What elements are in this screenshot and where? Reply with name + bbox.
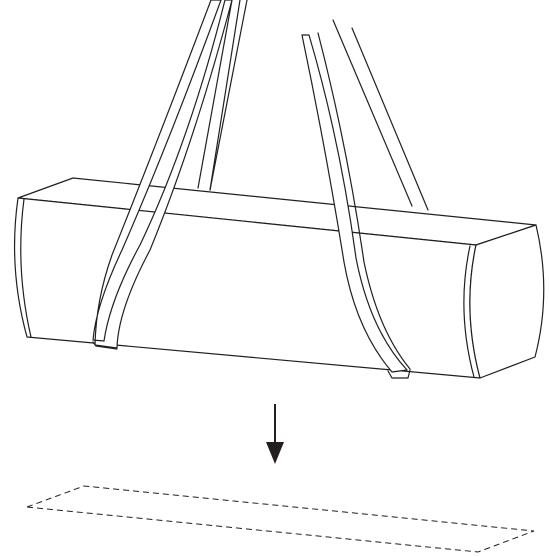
right-sling [301, 32, 411, 379]
landing-area-outline [26, 485, 535, 553]
left-sling-bottom-wrap [92, 341, 118, 350]
load-left-edge [20, 198, 32, 338]
arrow-head [266, 442, 284, 464]
left-sling-front-band [92, 0, 233, 349]
landing-outline-dashed [26, 485, 535, 553]
right-sling-back-strand-a [332, 19, 413, 207]
right-sling-front-band [301, 34, 408, 373]
right-sling-front-edge [317, 32, 411, 370]
left-sling-front-edge [209, 0, 248, 191]
down-arrow-icon [266, 404, 284, 464]
back-sling-strands [197, 0, 429, 211]
left-sling-back-strand-a [197, 0, 233, 189]
left-sling [92, 0, 248, 350]
suspended-load [13, 177, 545, 379]
left-sling-back-strand-b [209, 0, 241, 191]
load-end-edge [463, 245, 475, 378]
load-end-face [469, 224, 545, 379]
right-sling-back-strand-b [351, 27, 429, 211]
right-sling-bottom-wrap [387, 369, 411, 379]
